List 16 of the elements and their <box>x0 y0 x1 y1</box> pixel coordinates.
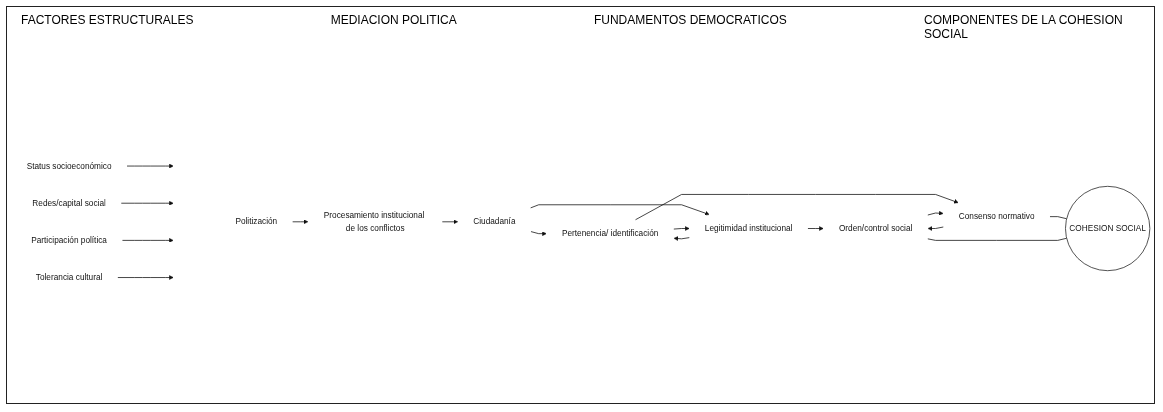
concept-label: Procesamiento institucional de los conflictos <box>323 211 425 233</box>
column-heading: MEDIACION POLITICA <box>330 13 457 29</box>
concept-label: Consenso normativo <box>958 212 1035 221</box>
concept-label: Tolerancia cultural <box>35 273 103 282</box>
concept-label: Participación política <box>31 235 107 245</box>
concept-label: Orden/control social <box>838 224 913 233</box>
concept-label: Redes/capital social <box>32 198 106 208</box>
column-heading: FUNDAMENTOS DEMOCRATICOS <box>593 13 787 29</box>
concept-label: Pertenencia/ identificación <box>561 229 659 238</box>
concept-label: Status socioeconómico <box>26 161 112 171</box>
concept-label: Politización <box>235 217 278 227</box>
column-heading: FACTORES ESTRUCTURALES <box>21 13 194 29</box>
column-heading: COMPONENTES DE LA COHESION SOCIAL <box>924 13 1124 41</box>
concept-label: Legitimidad institucional <box>704 224 793 233</box>
concept-label: Ciudadanía <box>473 217 516 227</box>
outcome-circle: COHESION SOCIAL <box>1065 186 1151 272</box>
